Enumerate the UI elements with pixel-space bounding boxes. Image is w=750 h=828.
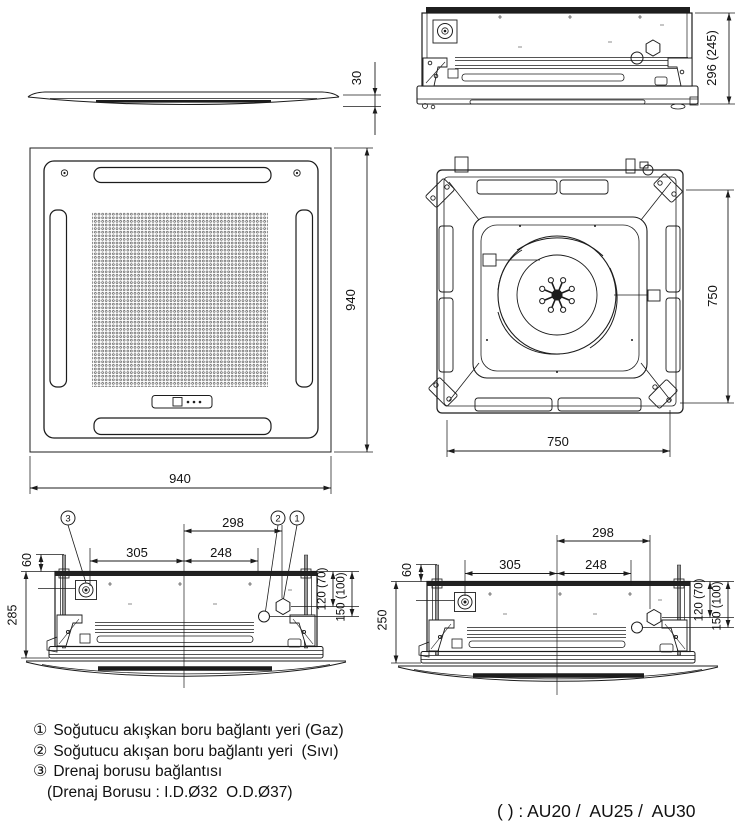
legend-item-liquid: ② Soğutucu akışan boru bağlantı yeri (Sı… (33, 742, 344, 763)
dim-label-unit-width: 750 (547, 434, 569, 449)
legend-item-gas: ① Soğutucu akışkan boru bağlantı yeri (G… (33, 721, 344, 742)
callout-label-gas: 1 (294, 514, 299, 525)
decoration-panel-profile (25, 660, 347, 677)
screw-marks (488, 592, 662, 615)
dim-chain-b: 305 248 (464, 557, 632, 596)
dim-label-pipe-offset-b: 298 (592, 525, 614, 540)
section-view-b: 298 305 248 60 250 120 (70) (376, 525, 734, 695)
dim-label-panel-depth: 940 (343, 289, 358, 311)
dim-label-drain-offset-a: 305 (126, 545, 148, 560)
dim-label-gas-drop-a: 120 (70) (317, 567, 329, 610)
decoration-panel-profile (397, 665, 719, 682)
dim-bolt-b: 60 (391, 563, 437, 582)
dim-pipe-drops-a: 120 (70) 150 (100) (269, 567, 359, 622)
top-fittings (454, 156, 654, 176)
legend-marker-drain: ③ (33, 763, 48, 780)
callout-label-drain: 3 (65, 514, 70, 525)
dim-panel-width: 940 (29, 456, 332, 494)
dim-unit-width: 750 (446, 410, 671, 457)
legend-marker-liquid: ② (33, 742, 48, 760)
callout-gas: 1 (283, 510, 305, 600)
legend: ① Soğutucu akışkan boru bağlantı yeri (G… (33, 721, 344, 803)
screw-marks (108, 582, 292, 605)
callout-label-liquid: 2 (275, 514, 280, 525)
hanger-bracket-icon (425, 173, 683, 409)
dim-label-unit-depth: 750 (705, 285, 720, 307)
drain-connection-icon (416, 592, 476, 612)
top-view-vents (438, 179, 681, 412)
dim-unit-height: 296 (245) (695, 12, 735, 105)
intake-grille (92, 212, 268, 387)
legend-marker-gas: ① (33, 722, 48, 739)
dim-bolt-a: 60 (20, 553, 64, 572)
dim-label-bolt-b: 60 (400, 563, 414, 577)
dim-label-height-b: 250 (376, 610, 390, 631)
fan-hub (539, 277, 575, 313)
dim-panel-depth: 940 (334, 147, 373, 453)
drain-connection-icon (38, 580, 97, 600)
screw-hole-icon (60, 169, 301, 177)
refrigerant-pipes-icon (258, 597, 291, 623)
dim-label-right-offset-a: 248 (210, 545, 232, 560)
section-view-a: 3 2 1 298 305 248 (6, 510, 359, 688)
dim-label-liquid-drop-b: 150 (100) (712, 581, 724, 630)
callout-drain: 3 (60, 510, 87, 584)
dim-chain-a: 305 248 (89, 545, 259, 586)
panel-side-view: 30 (27, 62, 381, 135)
left-bracket (422, 57, 459, 87)
dim-label-panel-width: 940 (169, 471, 191, 486)
dim-pipe-offset-a: 298 (184, 515, 283, 598)
refrigerant-pipes-icon (631, 608, 662, 634)
callout-liquid: 2 (265, 510, 286, 612)
dim-unit-depth: 750 (680, 189, 734, 404)
dim-label-unit-height: 296 (245) (704, 30, 719, 86)
right-hanger-bracket (659, 619, 688, 653)
dim-label-bolt-a: 60 (20, 553, 34, 567)
dim-height-a: 285 (6, 571, 49, 659)
dim-label-gas-drop-b: 120 (70) (694, 578, 706, 621)
dim-label-height-a: 285 (6, 605, 20, 626)
dim-pipe-drops-b: 120 (70) 150 (100) (642, 578, 734, 631)
dim-label-panel-thickness: 30 (349, 71, 364, 85)
panel-bottom-view: 940 940 (29, 147, 373, 494)
dim-panel-thickness: 30 (343, 62, 381, 135)
legend-drain-note: (Drenaj Borusu : I.D.Ø32 O.D.Ø37) (47, 783, 293, 801)
models-note: ( ) : AU20 / AU25 / AU30 (497, 801, 696, 821)
legend-text-gas: Soğutucu akışkan boru bağlantı yeri (Gaz… (53, 722, 344, 739)
pipe-stubs-icon (630, 39, 661, 65)
dim-label-right-offset-b: 248 (585, 557, 607, 572)
legend-text-drain: Drenaj borusu bağlantısı (53, 763, 223, 780)
dim-pipe-offset-b: 298 (557, 525, 651, 609)
right-hanger-bracket (287, 614, 316, 648)
legend-item-drain: ③ Drenaj borusu bağlantısı (33, 762, 344, 783)
screw-marks (498, 15, 664, 48)
air-outlet-vents (49, 166, 314, 436)
control-receiver-box (151, 395, 213, 409)
turbo-fan (482, 225, 661, 373)
dim-height-b: 250 (376, 581, 421, 664)
legend-text-liquid: Soğutucu akışan boru bağlantı yeri (Sıvı… (53, 742, 339, 760)
unit-top-view: 750 750 (425, 156, 734, 457)
right-bracket (654, 57, 693, 87)
dim-label-drain-offset-b: 305 (499, 557, 521, 572)
unit-side-view: 296 (245) (416, 7, 735, 110)
dim-label-liquid-drop-a: 150 (100) (336, 572, 348, 621)
left-hanger-bracket (418, 619, 455, 658)
drain-fitting-icon (432, 19, 458, 44)
dim-label-pipe-offset-a: 298 (222, 515, 244, 530)
